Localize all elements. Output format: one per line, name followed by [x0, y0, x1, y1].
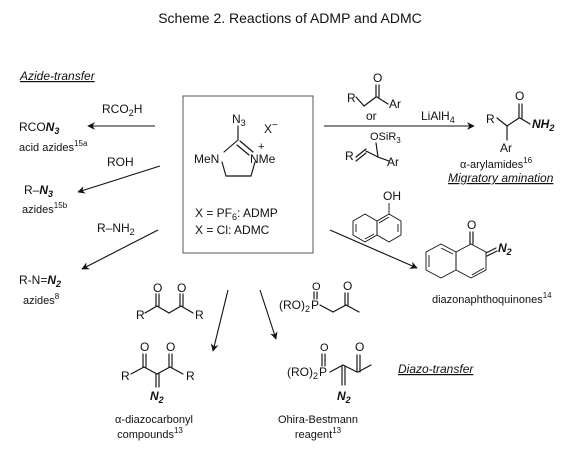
lialh4-reagent: LiAlH4 [421, 109, 455, 125]
quinone-o: O [467, 218, 476, 232]
naphthol-structure [352, 203, 402, 243]
amide-ar: Ar [500, 141, 512, 155]
admp-definition: X = PF6: ADMP [195, 206, 278, 222]
migratory-amination-reaction: R O Ar or LiAlH4 OSiR3 R Ar R O NH2 Ar [324, 71, 554, 171]
naphthoquinone-reaction: OH O N2 diazonaphthoquinones14 [329, 189, 552, 306]
counter-anion: X− [264, 120, 278, 136]
ohira-label-line1: Ohira-Bestmann [278, 414, 358, 426]
diazocarbonyl-arrow [210, 289, 229, 352]
silyl-group: OSiR3 [370, 131, 401, 145]
enol-ar: Ar [387, 155, 399, 169]
diazocarbonyl-r1: R [121, 369, 130, 383]
dicarbonyl-o1: O [153, 281, 162, 295]
ohira-ketone-o: O [355, 340, 364, 354]
amide-o: O [515, 89, 524, 103]
diazocarbonyl-n2: N2 [150, 389, 164, 405]
azido-label: N3 [232, 112, 246, 128]
ohira-arrow [259, 289, 278, 340]
ohira-n2: N2 [337, 389, 351, 405]
scheme-title: Scheme 2. Reactions of ADMP and ADMC [158, 10, 422, 26]
dicarbonyl-r2: R [195, 308, 204, 322]
diazonaphthoquinone-label: diazonaphthoquinones14 [432, 291, 552, 306]
ketone-o: O [373, 71, 382, 85]
amine-azide-label: azides8 [23, 292, 60, 307]
alkyl-azide-product: R–N3 [24, 183, 53, 199]
enol-r: R [345, 149, 354, 163]
ohira-p: P [319, 365, 327, 379]
phosphonate-structure [313, 291, 360, 313]
ohira-label-line2: reagent13 [295, 426, 342, 441]
quinone-n2: N2 [498, 241, 512, 257]
diazocarbonyl-o2: O [166, 340, 175, 354]
diazocarbonyl-label-line2: compounds13 [117, 426, 183, 441]
amine-reagent: R–NH2 [97, 221, 135, 237]
silyl-enol-ether-structure [355, 142, 390, 162]
amine-azide-reaction: R–NH2 R-N=N2 azides8 [19, 221, 159, 307]
phosphonate-ketone-o: O [343, 279, 352, 293]
alcohol-reagent: ROH [107, 155, 134, 169]
alkyl-azide-label: azides15b [22, 201, 68, 216]
dicarbonyl-o2: O [177, 281, 186, 295]
ohira-p-o: O [320, 342, 329, 354]
acid-reagent: RCO2H [102, 102, 142, 118]
naphthoquinone-arrow [329, 229, 418, 269]
phosphonate-o: O [312, 281, 321, 293]
arylamide-structure [496, 103, 531, 141]
alcohol-azide-reaction: ROH R–N3 azides15b [22, 155, 161, 216]
diazocarbonyl-structure [130, 353, 184, 388]
alcohol-azide-arrow [77, 165, 161, 194]
section-diazo-transfer: Diazo-transfer [398, 362, 474, 376]
phosphonate-p: P [311, 298, 319, 312]
diazocarbonyl-o1: O [140, 340, 149, 354]
nme-right-label: NMe [250, 152, 276, 166]
dicarbonyl-r1: R [136, 308, 145, 322]
ohira-ro: (RO)2 [287, 365, 318, 381]
cation-charge: + [258, 141, 264, 153]
diazonaphthoquinone-structure [425, 231, 498, 279]
acid-azide-product: RCON3 [19, 120, 59, 136]
or-text: or [366, 109, 377, 123]
amine-azide-arrow [81, 229, 159, 270]
amine-azide-product: R-N=N2 [19, 273, 61, 289]
diazocarbonyl-r2: R [186, 369, 195, 383]
ketone-r: R [347, 91, 356, 105]
naphthol-oh: OH [383, 189, 401, 203]
arylamide-label: α-arylamides16 [460, 156, 533, 171]
amide-r: R [486, 112, 495, 126]
admc-definition: X = Cl: ADMC [195, 223, 270, 237]
dicarbonyl-structure [144, 293, 194, 314]
ohira-structure [321, 353, 372, 386]
diazocarbonyl-label-line1: α-diazocarbonyl [115, 414, 193, 426]
section-migratory-amination: Migratory amination [448, 171, 554, 185]
ohira-bestmann-reaction: (RO)2 P O O (RO)2 P O O [259, 279, 372, 441]
imidazolinium-structure [221, 125, 256, 177]
diazocarbonyl-reaction: O O R R O O R R N2 α-diazocarbonyl compo… [115, 281, 229, 441]
acid-azide-label: acid azides15a [19, 139, 88, 154]
phosphonate-ro: (RO)2 [279, 298, 310, 314]
acid-azide-reaction: RCO2H RCON3 acid azides15a [19, 102, 155, 154]
aryl-ketone-structure [355, 84, 389, 107]
ketone-ar: Ar [389, 97, 401, 111]
central-reagent-box: N3 X− MeN NMe + X = PF6: ADMP X = Cl: AD… [182, 95, 314, 254]
nme-left-label: MeN [194, 152, 219, 166]
section-azide-transfer: Azide-transfer [19, 69, 96, 83]
amide-nh2: NH2 [532, 117, 554, 133]
